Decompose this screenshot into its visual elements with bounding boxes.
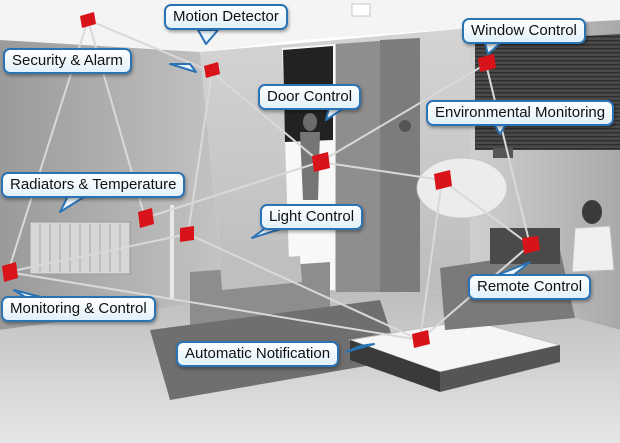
door-device-marker bbox=[312, 152, 330, 172]
radiators-temperature-callout: Radiators & Temperature bbox=[1, 172, 186, 198]
light-device-marker bbox=[434, 170, 452, 190]
door-control-label: Door Control bbox=[267, 88, 353, 105]
ceiling bbox=[0, 0, 620, 52]
remote-device-marker bbox=[522, 236, 540, 254]
window-control-callout: Window Control bbox=[462, 18, 586, 44]
automatic-notification-callout: Automatic Notification bbox=[176, 341, 340, 367]
person-seated bbox=[582, 200, 602, 224]
remote-control-callout: Remote Control bbox=[468, 274, 592, 300]
remote-control-label: Remote Control bbox=[477, 278, 583, 295]
motion-device-marker bbox=[204, 62, 220, 78]
environmental-monitoring-callout: Environmental Monitoring bbox=[426, 100, 615, 126]
environmental-monitoring-label: Environmental Monitoring bbox=[435, 104, 606, 121]
window-device-marker bbox=[478, 54, 496, 72]
security-alarm-callout: Security & Alarm bbox=[3, 48, 132, 74]
automatic-notification-label: Automatic Notification bbox=[185, 345, 331, 362]
dome-light bbox=[416, 157, 508, 219]
radiators-temperature-label: Radiators & Temperature bbox=[10, 176, 177, 193]
wall-sensor bbox=[493, 148, 513, 158]
door-control-callout: Door Control bbox=[258, 84, 362, 110]
person-standing bbox=[303, 113, 317, 131]
door-sensor-lens bbox=[399, 120, 411, 132]
monitoring-control-label: Monitoring & Control bbox=[10, 300, 147, 317]
ceiling-sensor bbox=[351, 3, 371, 17]
notification-device-marker bbox=[412, 330, 430, 348]
lamp-device-marker bbox=[180, 226, 194, 242]
radiator-device-marker bbox=[138, 208, 154, 228]
light-control-label: Light Control bbox=[269, 208, 355, 225]
window-blinds bbox=[475, 34, 620, 150]
window-control-label: Window Control bbox=[471, 22, 577, 39]
security-alarm-label: Security & Alarm bbox=[12, 52, 123, 69]
monitoring-control-callout: Monitoring & Control bbox=[1, 296, 156, 322]
security-device-marker bbox=[80, 12, 96, 28]
motion-detector-label: Motion Detector bbox=[173, 8, 279, 25]
monitoring-device-marker bbox=[2, 262, 18, 282]
motion-detector-callout: Motion Detector bbox=[164, 4, 288, 30]
light-control-callout: Light Control bbox=[260, 204, 364, 230]
